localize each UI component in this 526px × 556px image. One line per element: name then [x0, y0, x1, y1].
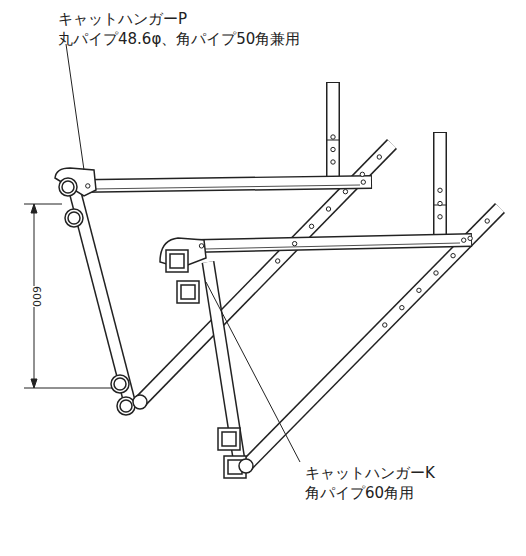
hole — [360, 172, 364, 176]
part-name: キャットハンガーP — [58, 10, 187, 29]
hole — [309, 224, 313, 228]
hole — [400, 305, 404, 309]
hole — [331, 160, 335, 164]
hole — [485, 219, 489, 223]
hole — [434, 271, 438, 275]
post — [433, 132, 447, 238]
part-name: キャットハンガーK — [305, 464, 435, 483]
hole — [343, 189, 347, 193]
arm — [82, 182, 372, 189]
hole — [468, 236, 472, 240]
dimension-value: 600 — [30, 286, 43, 307]
arm — [196, 240, 472, 249]
hole — [326, 207, 330, 211]
leader-line — [66, 44, 300, 462]
hole — [331, 147, 335, 151]
hole — [438, 215, 442, 219]
hole — [361, 180, 365, 184]
hole — [438, 201, 442, 205]
post — [326, 82, 340, 182]
hole — [331, 135, 335, 139]
part-spec: 角パイプ60角用 — [305, 484, 414, 503]
hole — [383, 323, 387, 327]
hole — [86, 184, 90, 188]
dimension-line — [24, 204, 112, 388]
hole — [438, 188, 442, 192]
part-spec: 丸パイプ48.6φ、角パイプ50角兼用 — [58, 30, 300, 49]
hole — [462, 238, 466, 242]
hole — [451, 253, 455, 257]
vertical-member — [208, 262, 240, 466]
hole — [276, 259, 280, 263]
hole — [377, 155, 381, 159]
clamp-p — [55, 168, 147, 415]
hole — [417, 288, 421, 292]
hole — [292, 241, 296, 245]
hole — [199, 244, 203, 248]
clamp-k — [160, 238, 253, 478]
